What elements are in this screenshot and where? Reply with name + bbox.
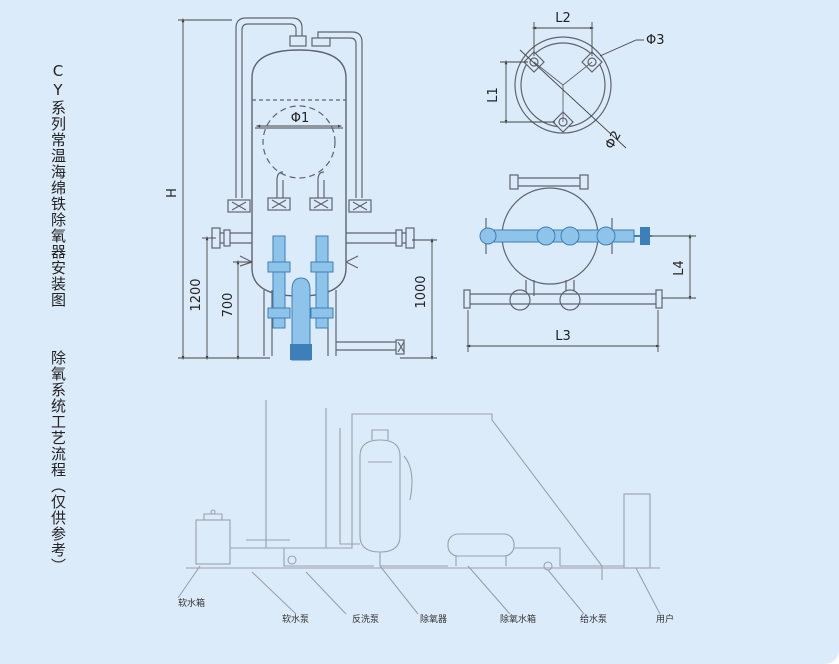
process-flow <box>177 400 661 615</box>
legend-deaerated-water-tank: 除氧水箱 <box>500 613 536 625</box>
dim-h-label: H <box>165 188 180 198</box>
front-dimension-labels: H 1200 700 1000 Φ1 <box>165 111 429 317</box>
legend-soft-water-tank: 软水箱 <box>178 597 205 609</box>
dim-l1-label: L1 <box>486 87 501 103</box>
dim-phi2-label: Φ2 <box>602 128 624 152</box>
front-elevation <box>211 17 415 356</box>
front-dimensions <box>178 17 437 361</box>
installation-title: CY系列常温海绵铁除氧器安装图 <box>49 62 67 308</box>
side-dimension-labels: L4 L3 <box>555 260 687 344</box>
legend-user: 用户 <box>656 613 674 625</box>
legend-backwash-pump: 反洗泵 <box>352 613 379 625</box>
dim-l2-label: L2 <box>555 11 571 26</box>
dim-1000-label: 1000 <box>414 275 429 308</box>
process-title: 除氧系统工艺流程（仅供参考） <box>49 350 67 574</box>
dim-phi3-label: Φ3 <box>646 33 665 48</box>
dim-l3-label: L3 <box>555 329 571 344</box>
dim-phi1-label: Φ1 <box>291 111 310 126</box>
top-dimensions <box>500 22 644 149</box>
dim-1200-label: 1200 <box>189 278 204 311</box>
dim-l4-label: L4 <box>672 260 687 276</box>
legend-deaerator: 除氧器 <box>420 613 447 625</box>
legend-soft-water-pump: 软水泵 <box>282 613 309 625</box>
legend-feed-pump: 给水泵 <box>580 613 607 625</box>
side-blue-internals <box>479 226 652 246</box>
process-legend: 软水箱 软水泵 反洗泵 除氧器 除氧水箱 给水泵 用户 <box>178 597 674 625</box>
top-view <box>514 36 612 134</box>
dim-700-label: 700 <box>221 293 236 318</box>
front-blue-internals <box>267 235 334 361</box>
side-dimensions <box>465 233 696 352</box>
